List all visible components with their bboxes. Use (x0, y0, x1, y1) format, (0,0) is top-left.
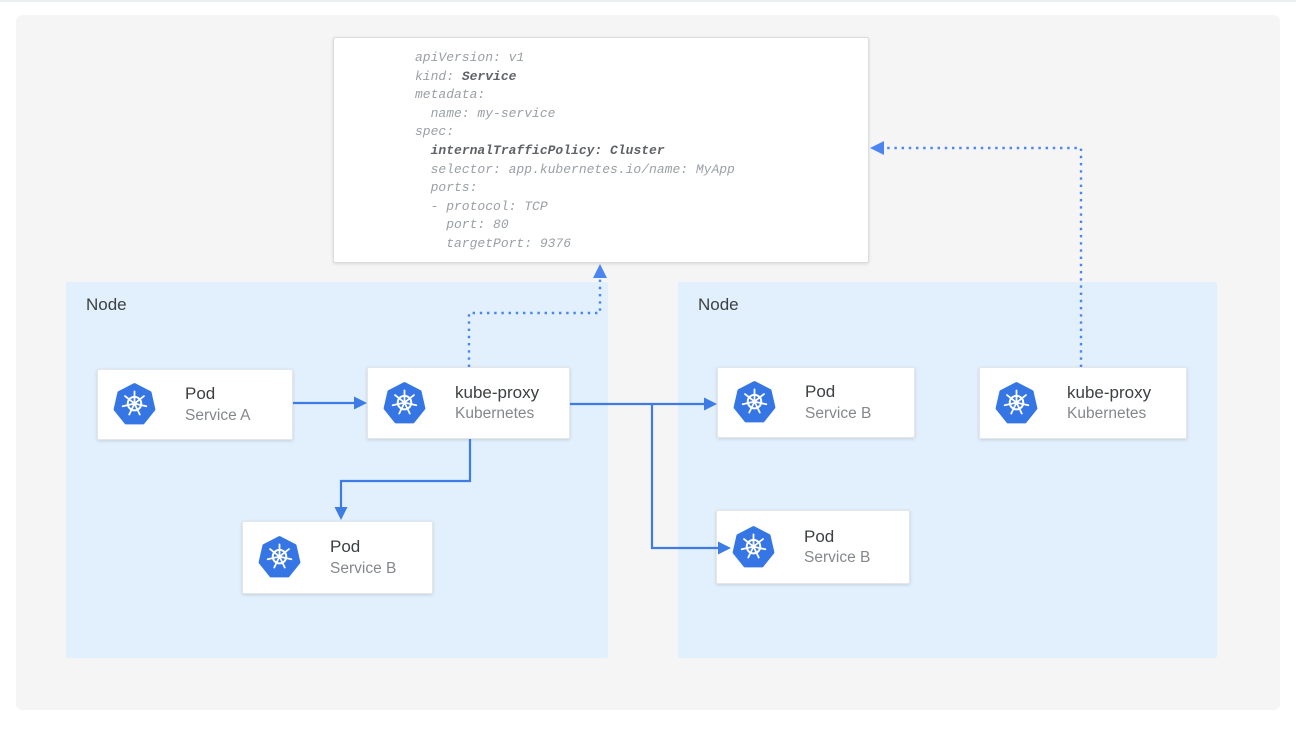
kubernetes-icon (383, 381, 426, 423)
card-subtitle: Service B (805, 404, 872, 422)
yaml-line: - protocol: TCP (415, 198, 548, 214)
top-divider (0, 0, 1296, 2)
yaml-line: port: 80 (415, 217, 509, 233)
card-subtitle: Kubernetes (455, 405, 535, 423)
yaml-line: ports: (415, 180, 478, 196)
card-title: kube-proxy (1067, 382, 1152, 402)
card-subtitle: Service B (330, 559, 397, 577)
card-title: kube-proxy (455, 382, 540, 402)
node-left: Node (66, 282, 608, 658)
node-right: Node (678, 282, 1217, 658)
node-label: Node (86, 295, 127, 314)
yaml-line: spec: (415, 124, 455, 140)
kubernetes-icon (113, 383, 156, 425)
kubernetes-icon (733, 381, 776, 423)
card-subtitle: Kubernetes (1067, 405, 1147, 423)
kubernetes-icon (732, 525, 775, 567)
node-label: Node (698, 295, 739, 314)
yaml-line: apiVersion: v1 (415, 50, 525, 65)
yaml-line: internalTrafficPolicy: Cluster (430, 142, 665, 158)
card-title: Pod (185, 384, 216, 404)
card-subtitle: Service B (804, 549, 871, 567)
service-yaml-card: apiVersion: v1 kind: Service metadata: nam… (333, 37, 869, 263)
card-title: Pod (330, 537, 361, 557)
yaml-line: name: my-service (415, 105, 556, 121)
kubernetes-icon (258, 536, 301, 578)
yaml-line: kind: Service (415, 68, 517, 84)
card-title: Pod (805, 382, 836, 402)
yaml-line: selector: app.kubernetes.io/name: MyApp (415, 161, 735, 177)
card-title: Pod (804, 526, 835, 546)
yaml-line: metadata: (415, 87, 486, 103)
yaml-line: targetPort: 9376 (415, 235, 572, 251)
card-subtitle: Service A (185, 406, 251, 424)
kubernetes-icon (995, 381, 1038, 423)
